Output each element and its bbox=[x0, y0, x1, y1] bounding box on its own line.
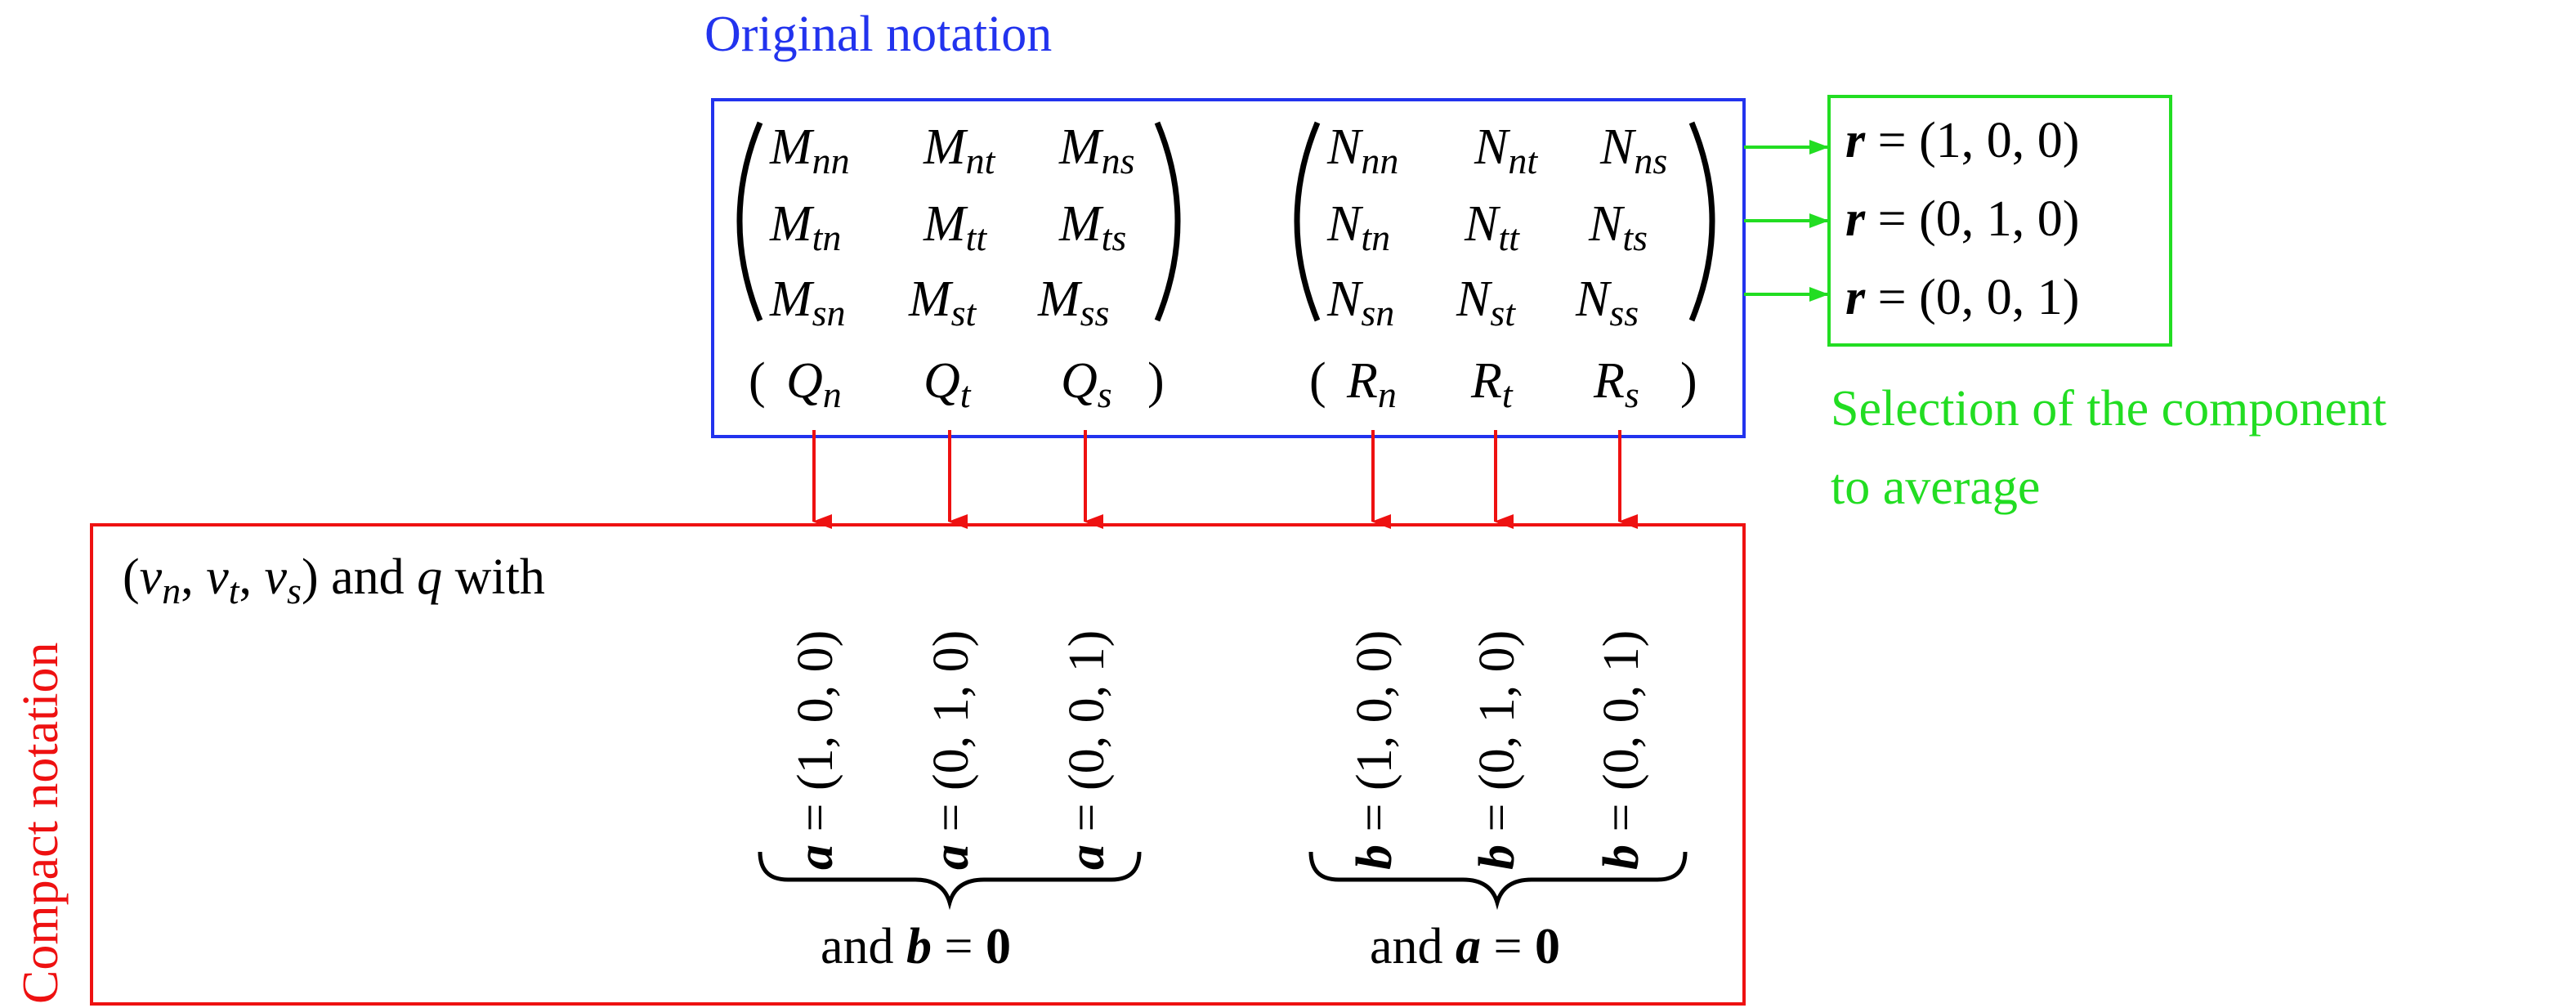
a-labels: a = (1, 0, 0) a = (0, 1, 0) a = (0, 0, 1… bbox=[788, 630, 1115, 870]
vector-paren-close: ) bbox=[1680, 353, 1697, 409]
a-label: a = (1, 0, 0) bbox=[788, 630, 843, 870]
vector-paren-close: ) bbox=[1147, 353, 1165, 409]
matrix-M-entry: Msn bbox=[769, 271, 846, 334]
vector-Q-entry: Qn bbox=[786, 353, 842, 415]
vector-Q-entry: Qt bbox=[924, 353, 972, 415]
vector-Q-entry: Qs bbox=[1061, 353, 1112, 415]
vector-paren-open: ( bbox=[1309, 353, 1326, 409]
a-label: a = (0, 0, 1) bbox=[1059, 630, 1115, 870]
matrix-N-entry: Nts bbox=[1588, 196, 1648, 258]
matrix-M-entry: Mst bbox=[908, 271, 977, 334]
matrix-M-entry: Mts bbox=[1058, 196, 1126, 258]
matrix-N-entry: Nnt bbox=[1474, 119, 1538, 181]
compact-lead-text: (vn, vt, vs) and q with bbox=[123, 549, 545, 612]
b-label: b = (1, 0, 0) bbox=[1347, 630, 1402, 870]
vector-R-entry: Rt bbox=[1470, 353, 1514, 415]
matrix-M-entry: Mnt bbox=[923, 119, 996, 181]
matrix-M-entry: Mss bbox=[1037, 271, 1109, 334]
matrix-N-entry: Ntn bbox=[1326, 196, 1390, 258]
brace-a-caption: and b = 0 bbox=[821, 919, 1011, 974]
matrix-N-entry: Ntt bbox=[1464, 196, 1520, 258]
matrix-N-entry: Nsn bbox=[1326, 271, 1394, 334]
r-selector: r = (0, 1, 0) bbox=[1845, 191, 2079, 247]
vector-Q: ( Qn Qt Qs ) bbox=[749, 353, 1165, 415]
matrix-N-entry: Nst bbox=[1456, 271, 1516, 334]
b-label: b = (0, 1, 0) bbox=[1469, 630, 1525, 870]
matrix-N-entry: Nss bbox=[1575, 271, 1639, 334]
original-notation-box bbox=[711, 98, 1746, 438]
matrix-N-entry: Nnn bbox=[1326, 119, 1398, 181]
selection-box bbox=[1827, 95, 2172, 347]
selection-caption: to average bbox=[1831, 459, 2040, 515]
brace-b bbox=[1308, 851, 1688, 911]
matrix-M-entry: Mtt bbox=[923, 196, 987, 258]
selection-arrows bbox=[1744, 140, 1829, 302]
matrix-N-parentheses bbox=[1294, 121, 1715, 322]
vector-R-entry: Rn bbox=[1346, 353, 1397, 415]
vector-paren-open: ( bbox=[749, 353, 766, 409]
a-label: a = (0, 1, 0) bbox=[924, 630, 979, 870]
matrix-M: Mnn Mnt Mns Mtn Mtt Mts Msn Mst Mss bbox=[769, 119, 1135, 334]
b-labels: b = (1, 0, 0) b = (0, 1, 0) b = (0, 0, 1… bbox=[1347, 630, 1649, 870]
matrix-N: Nnn Nnt Nns Ntn Ntt Nts Nsn Nst Nss bbox=[1326, 119, 1667, 334]
vector-R: ( Rn Rt Rs ) bbox=[1309, 353, 1697, 415]
compact-notation-title: Compact notation bbox=[13, 642, 69, 1004]
brace-a bbox=[758, 851, 1142, 911]
matrix-M-entry: Mtn bbox=[769, 196, 841, 258]
matrix-M-parentheses bbox=[736, 121, 1181, 322]
selection-caption: Selection of the component bbox=[1831, 381, 2386, 437]
r-selector: r = (1, 0, 0) bbox=[1845, 113, 2079, 168]
b-label: b = (0, 0, 1) bbox=[1594, 630, 1649, 870]
compact-notation-box bbox=[90, 523, 1746, 1006]
original-notation-title: Original notation bbox=[704, 7, 1052, 62]
matrix-N-entry: Nns bbox=[1599, 119, 1667, 181]
vector-R-entry: Rs bbox=[1593, 353, 1639, 415]
r-selector: r = (0, 0, 1) bbox=[1845, 270, 2079, 325]
matrix-M-entry: Mns bbox=[1058, 119, 1135, 181]
matrix-M-entry: Mnn bbox=[769, 119, 850, 181]
r-selectors: r = (1, 0, 0) r = (0, 1, 0) r = (0, 0, 1… bbox=[1845, 113, 2079, 325]
brace-b-caption: and a = 0 bbox=[1370, 919, 1560, 974]
compact-arrows bbox=[812, 430, 1638, 529]
